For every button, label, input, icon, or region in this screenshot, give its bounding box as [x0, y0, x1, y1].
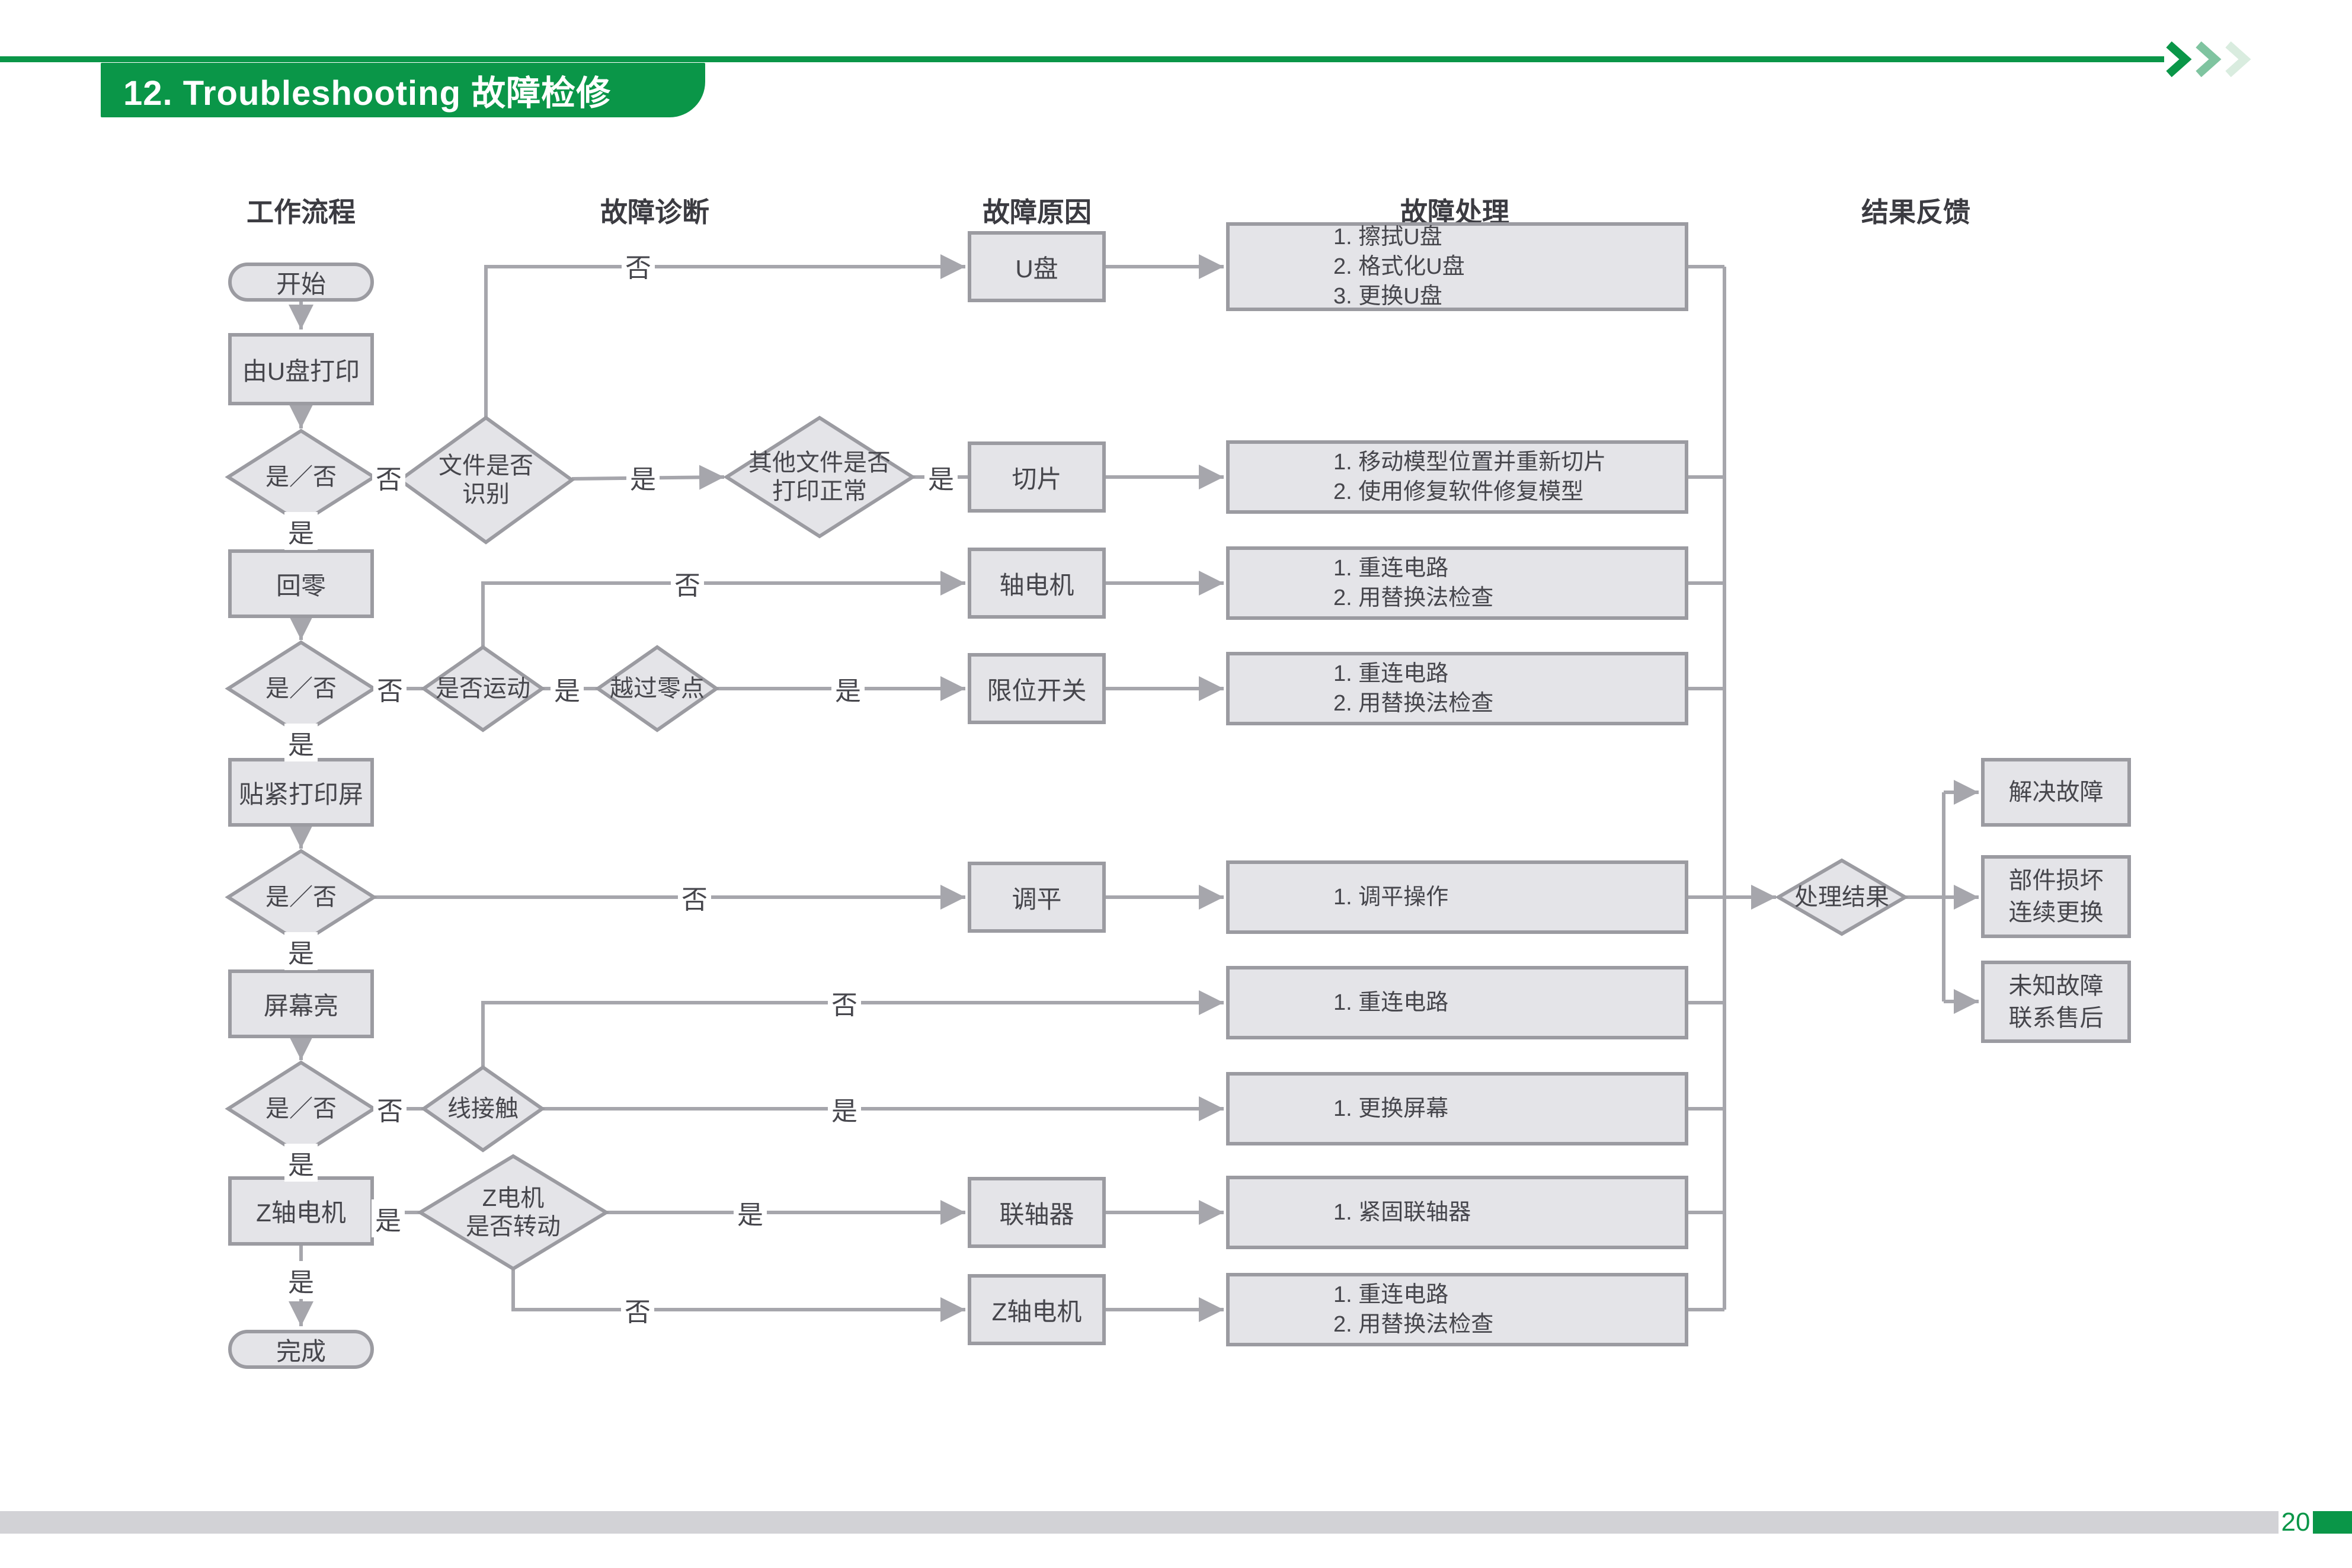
result-unknown-fault: 未知故障 联系售后 — [1981, 961, 2131, 1043]
branch-label: 是 — [828, 1090, 861, 1128]
platform-fit-node: 贴紧打印屏 — [228, 758, 374, 827]
branch-label: 是 — [551, 670, 584, 708]
branch-label: 是 — [626, 458, 660, 496]
connector-line — [481, 571, 965, 647]
branch-label: 否 — [828, 984, 861, 1022]
decision-zmotor-turn — [417, 1154, 610, 1271]
branch-label: 是 — [284, 1261, 318, 1299]
decision-result — [1775, 858, 1909, 936]
result-solved: 解决故障 — [1981, 758, 2131, 827]
fix-limit-switch: 1. 重连电路 2. 用替换法检查 — [1226, 652, 1688, 725]
chevron-icon — [2196, 41, 2222, 77]
branch-label: 否 — [622, 247, 655, 284]
home-node: 回零 — [228, 549, 374, 618]
branch-label: 否 — [678, 878, 711, 916]
decision-wire-contact — [420, 1065, 546, 1153]
branch-label: 是 — [284, 1144, 318, 1182]
start-node: 开始 — [228, 263, 374, 302]
fix-tighten-coupling: 1. 紧固联轴器 — [1226, 1176, 1688, 1249]
branch-label: 否 — [372, 458, 405, 496]
decision-other-files — [723, 415, 916, 539]
z-motor-node: Z轴电机 — [228, 1176, 374, 1246]
branch-label: 否 — [373, 1090, 407, 1128]
column-header: 工作流程 — [247, 197, 356, 228]
page-number: 20 — [2281, 1508, 2311, 1537]
branch-label: 否 — [373, 670, 407, 708]
section-title-banner: 12. Troubleshooting 故障检修 — [101, 63, 705, 117]
fix-axis-motor: 1. 重连电路 2. 用替换法检查 — [1226, 546, 1688, 620]
cause-axis-motor: 轴电机 — [968, 548, 1106, 619]
page-title: 12. Troubleshooting 故障检修 — [123, 74, 612, 113]
decision-file-detect — [396, 415, 575, 545]
column-header: 结果反馈 — [1861, 197, 1970, 228]
branch-label: 是 — [372, 1199, 405, 1237]
footer-rule — [0, 1511, 2279, 1534]
fix-usb: 1. 擦拭U盘 2. 格式化U盘 3. 更换U盘 — [1226, 222, 1688, 311]
branch-label: 是 — [831, 670, 865, 708]
print-from-usb-node: 由U盘打印 — [228, 333, 374, 405]
fix-leveling: 1. 调平操作 — [1226, 860, 1688, 934]
header-rule — [0, 56, 2164, 62]
connector-line — [511, 1269, 965, 1322]
decision-home-ok — [225, 640, 377, 737]
branch-label: 是 — [924, 458, 958, 496]
fix-reconnect: 1. 重连电路 — [1226, 966, 1688, 1039]
branch-label: 否 — [621, 1291, 654, 1329]
footer-accent-block — [2313, 1511, 2352, 1534]
cause-z-motor: Z轴电机 — [968, 1274, 1106, 1345]
fix-z-motor: 1. 重连电路 2. 用替换法检查 — [1226, 1273, 1688, 1346]
branch-label: 是 — [284, 512, 318, 550]
cause-coupling: 联轴器 — [968, 1177, 1106, 1248]
decision-screen-ok — [225, 1060, 377, 1157]
connector-line — [484, 254, 965, 418]
finish-node: 完成 — [228, 1330, 374, 1369]
cause-leveling: 调平 — [968, 862, 1106, 933]
connector-line — [481, 990, 1224, 1067]
column-header: 故障诊断 — [600, 197, 709, 228]
cause-limit-switch: 限位开关 — [968, 653, 1106, 724]
fix-replace-screen: 1. 更换屏幕 — [1226, 1072, 1688, 1145]
branch-label: 是 — [734, 1193, 767, 1231]
decision-pass-zero — [594, 645, 720, 732]
result-part-damaged: 部件损坏 连续更换 — [1981, 855, 2131, 938]
chevron-icon — [2225, 41, 2251, 77]
decision-fit-ok — [225, 849, 377, 946]
fix-slicing: 1. 移动模型位置并重新切片 2. 使用修复软件修复模型 — [1226, 440, 1688, 514]
decision-moving — [420, 645, 546, 732]
column-header: 故障原因 — [983, 197, 1092, 228]
chevrons-decoration — [2166, 41, 2251, 77]
branch-label: 是 — [284, 724, 318, 761]
chevron-icon — [2166, 41, 2192, 77]
cause-slicing: 切片 — [968, 441, 1106, 513]
decision-usb-ok — [225, 428, 377, 526]
branch-label: 否 — [671, 564, 704, 602]
branch-label: 是 — [284, 932, 318, 970]
screen-on-node: 屏幕亮 — [228, 969, 374, 1038]
cause-usb: U盘 — [968, 231, 1106, 302]
